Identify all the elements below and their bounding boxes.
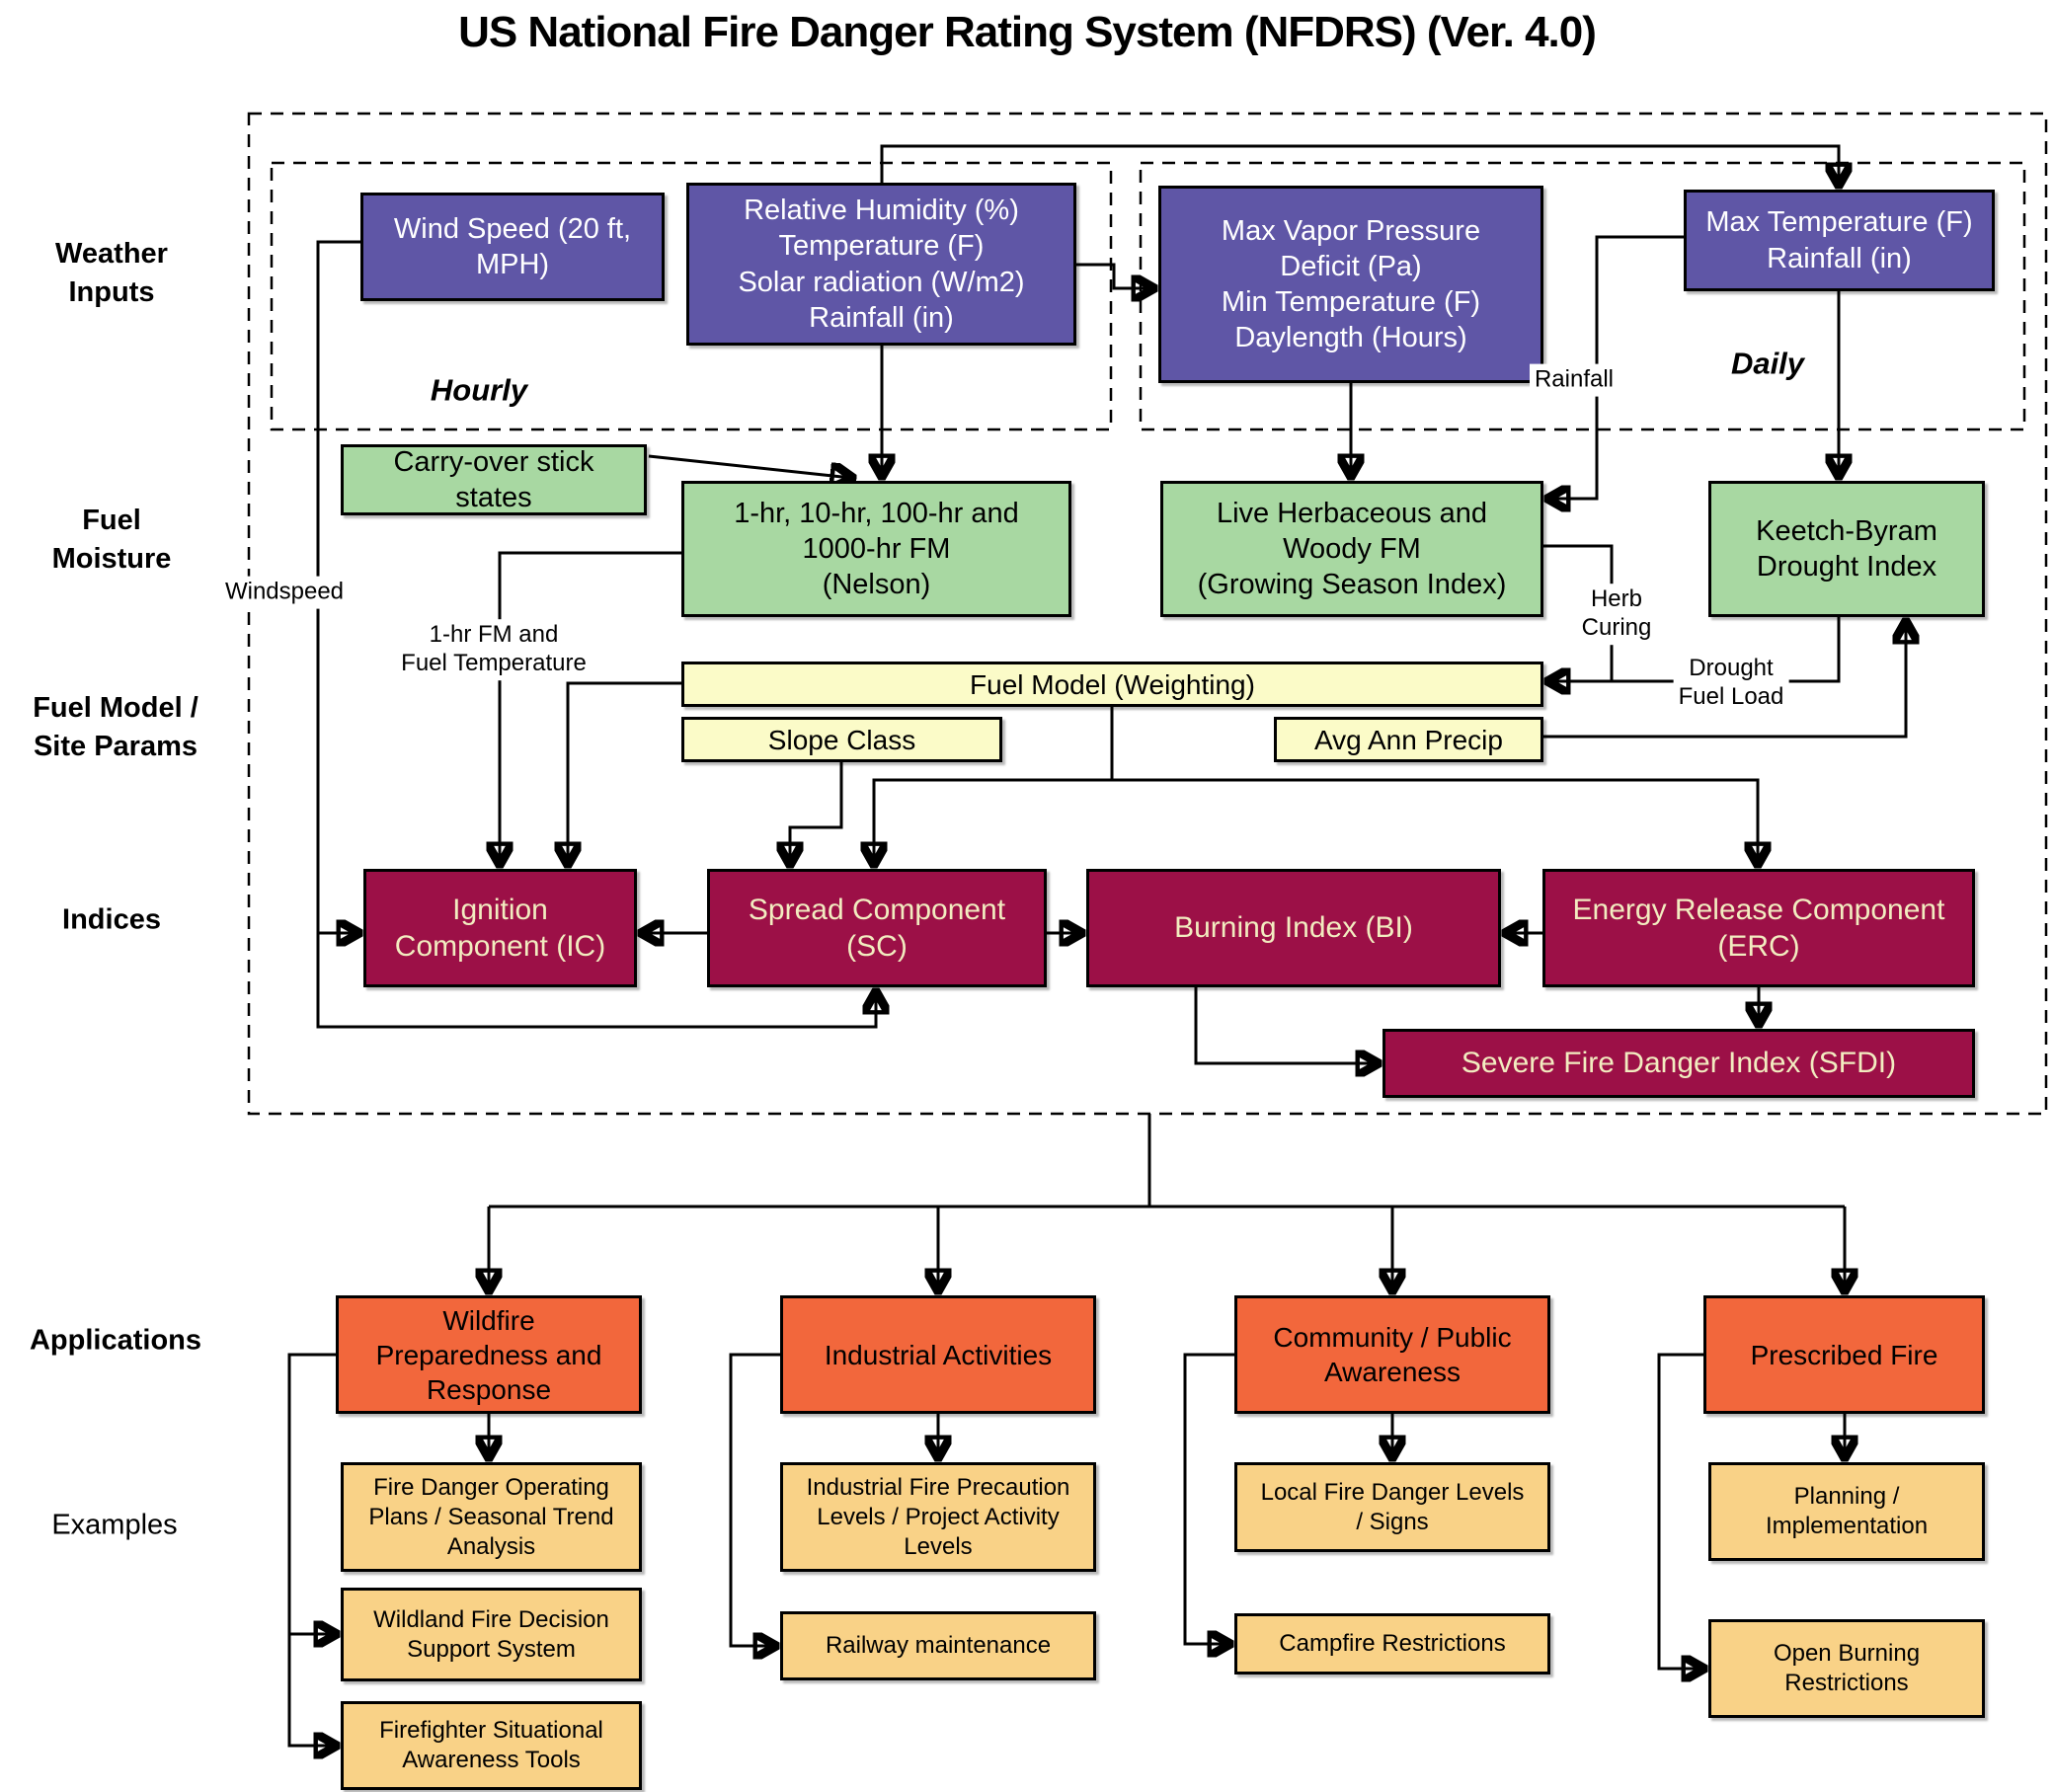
node-example-industrial-fire-precaution: Industrial Fire Precaution Levels / Proj… [780,1462,1096,1572]
edge-prescribed-branch-openburning [1657,1353,1703,1669]
label-hourly: Hourly [425,369,533,411]
row-label-fuel-moisture: Fuel Moisture [51,504,172,575]
edge-fuelmodel-to-erc [1112,778,1758,863]
edge-nelson-to-ic [500,551,681,863]
node-burning-index: Burning Index (BI) [1086,869,1501,987]
node-community-public-awareness: Community / Public Awareness [1234,1295,1550,1414]
edge-windspeed-to-sc [316,240,876,1029]
node-example-local-fire-danger-levels: Local Fire Danger Levels / Signs [1234,1462,1550,1552]
label-daily: Daily [1725,343,1810,384]
row-label-indices: Indices [62,903,161,936]
dashed-frame-hourly [270,161,1113,431]
edge-fuelmodel-to-ic [568,681,681,863]
edge-industrial-branch-railway [729,1353,780,1646]
node-example-railway-maintenance: Railway maintenance [780,1611,1096,1680]
edge-community-branch-campfire [1183,1353,1234,1644]
node-slope-class: Slope Class [681,717,1002,762]
row-label-fuel-model-site-params: Fuel Model / Site Params [33,691,198,762]
node-example-planning-implementation: Planning / Implementation [1708,1462,1985,1561]
label-1hr-fm-fuel-temperature: 1-hr FM and Fuel Temperature [396,619,592,680]
node-live-herbaceous-woody-fm: Live Herbaceous and Woody FM (Growing Se… [1160,481,1543,617]
page-title: US National Fire Danger Rating System (N… [458,8,1597,56]
node-example-firefighter-situational-awareness: Firefighter Situational Awareness Tools [341,1701,642,1790]
node-ignition-component: Ignition Component (IC) [363,869,637,987]
label-rainfall: Rainfall [1529,363,1620,397]
edge-avgprecip-to-kbdi [1543,623,1906,739]
edge-wildfire-branch-firefighter [287,1353,341,1746]
node-prescribed-fire: Prescribed Fire [1703,1295,1985,1414]
node-example-wildland-fire-decision-support: Wildland Fire Decision Support System [341,1588,642,1681]
node-nelson-fuel-moisture: 1-hr, 10-hr, 100-hr and 1000-hr FM (Nels… [681,481,1071,617]
node-example-campfire-restrictions: Campfire Restrictions [1234,1613,1550,1675]
row-label-examples: Examples [51,1509,178,1541]
node-energy-release-component: Energy Release Component (ERC) [1542,869,1975,987]
edge-hourly-to-maxtemp [880,144,1839,184]
row-label-applications: Applications [29,1324,202,1357]
node-example-open-burning-restrictions: Open Burning Restrictions [1708,1619,1985,1718]
edge-slope-to-sc [790,762,843,863]
node-industrial-activities: Industrial Activities [780,1295,1096,1414]
node-severe-fire-danger-index: Severe Fire Danger Index (SFDI) [1382,1029,1975,1098]
node-avg-ann-precip: Avg Ann Precip [1274,717,1543,762]
dashed-frame-nfdrs-core [247,112,2048,1116]
node-fuel-model-weighting: Fuel Model (Weighting) [681,662,1543,707]
node-keetch-byram-drought-index: Keetch-Byram Drought Index [1708,481,1985,617]
edge-hourly-to-vapor [1076,263,1152,288]
node-hourly-inputs: Relative Humidity (%) Temperature (F) So… [686,183,1076,346]
edge-kbdi-to-fuelmodel [1549,617,1841,681]
label-herb-curing: Herb Curing [1576,584,1657,645]
node-spread-component: Spread Component (SC) [707,869,1047,987]
label-drought-fuel-load: Drought Fuel Load [1673,653,1789,714]
node-vapor-pressure-deficit: Max Vapor Pressure Deficit (Pa) Min Temp… [1158,186,1543,383]
dashed-frame-daily [1139,161,2026,431]
edge-carryover-to-nelson [648,454,851,478]
node-example-fire-danger-operating-plans: Fire Danger Operating Plans / Seasonal T… [341,1462,642,1572]
label-windspeed: Windspeed [219,576,350,609]
row-label-weather-inputs: Weather Inputs [55,237,168,308]
edge-fuelmodel-to-sc [874,778,1112,863]
node-wind-speed: Wind Speed (20 ft, MPH) [360,193,665,301]
node-wildfire-preparedness: Wildfire Preparedness and Response [336,1295,642,1414]
node-carry-over-stick-states: Carry-over stick states [341,444,647,515]
edge-bi-to-sfdi [1194,987,1377,1063]
node-max-temperature: Max Temperature (F) Rainfall (in) [1684,190,1995,291]
